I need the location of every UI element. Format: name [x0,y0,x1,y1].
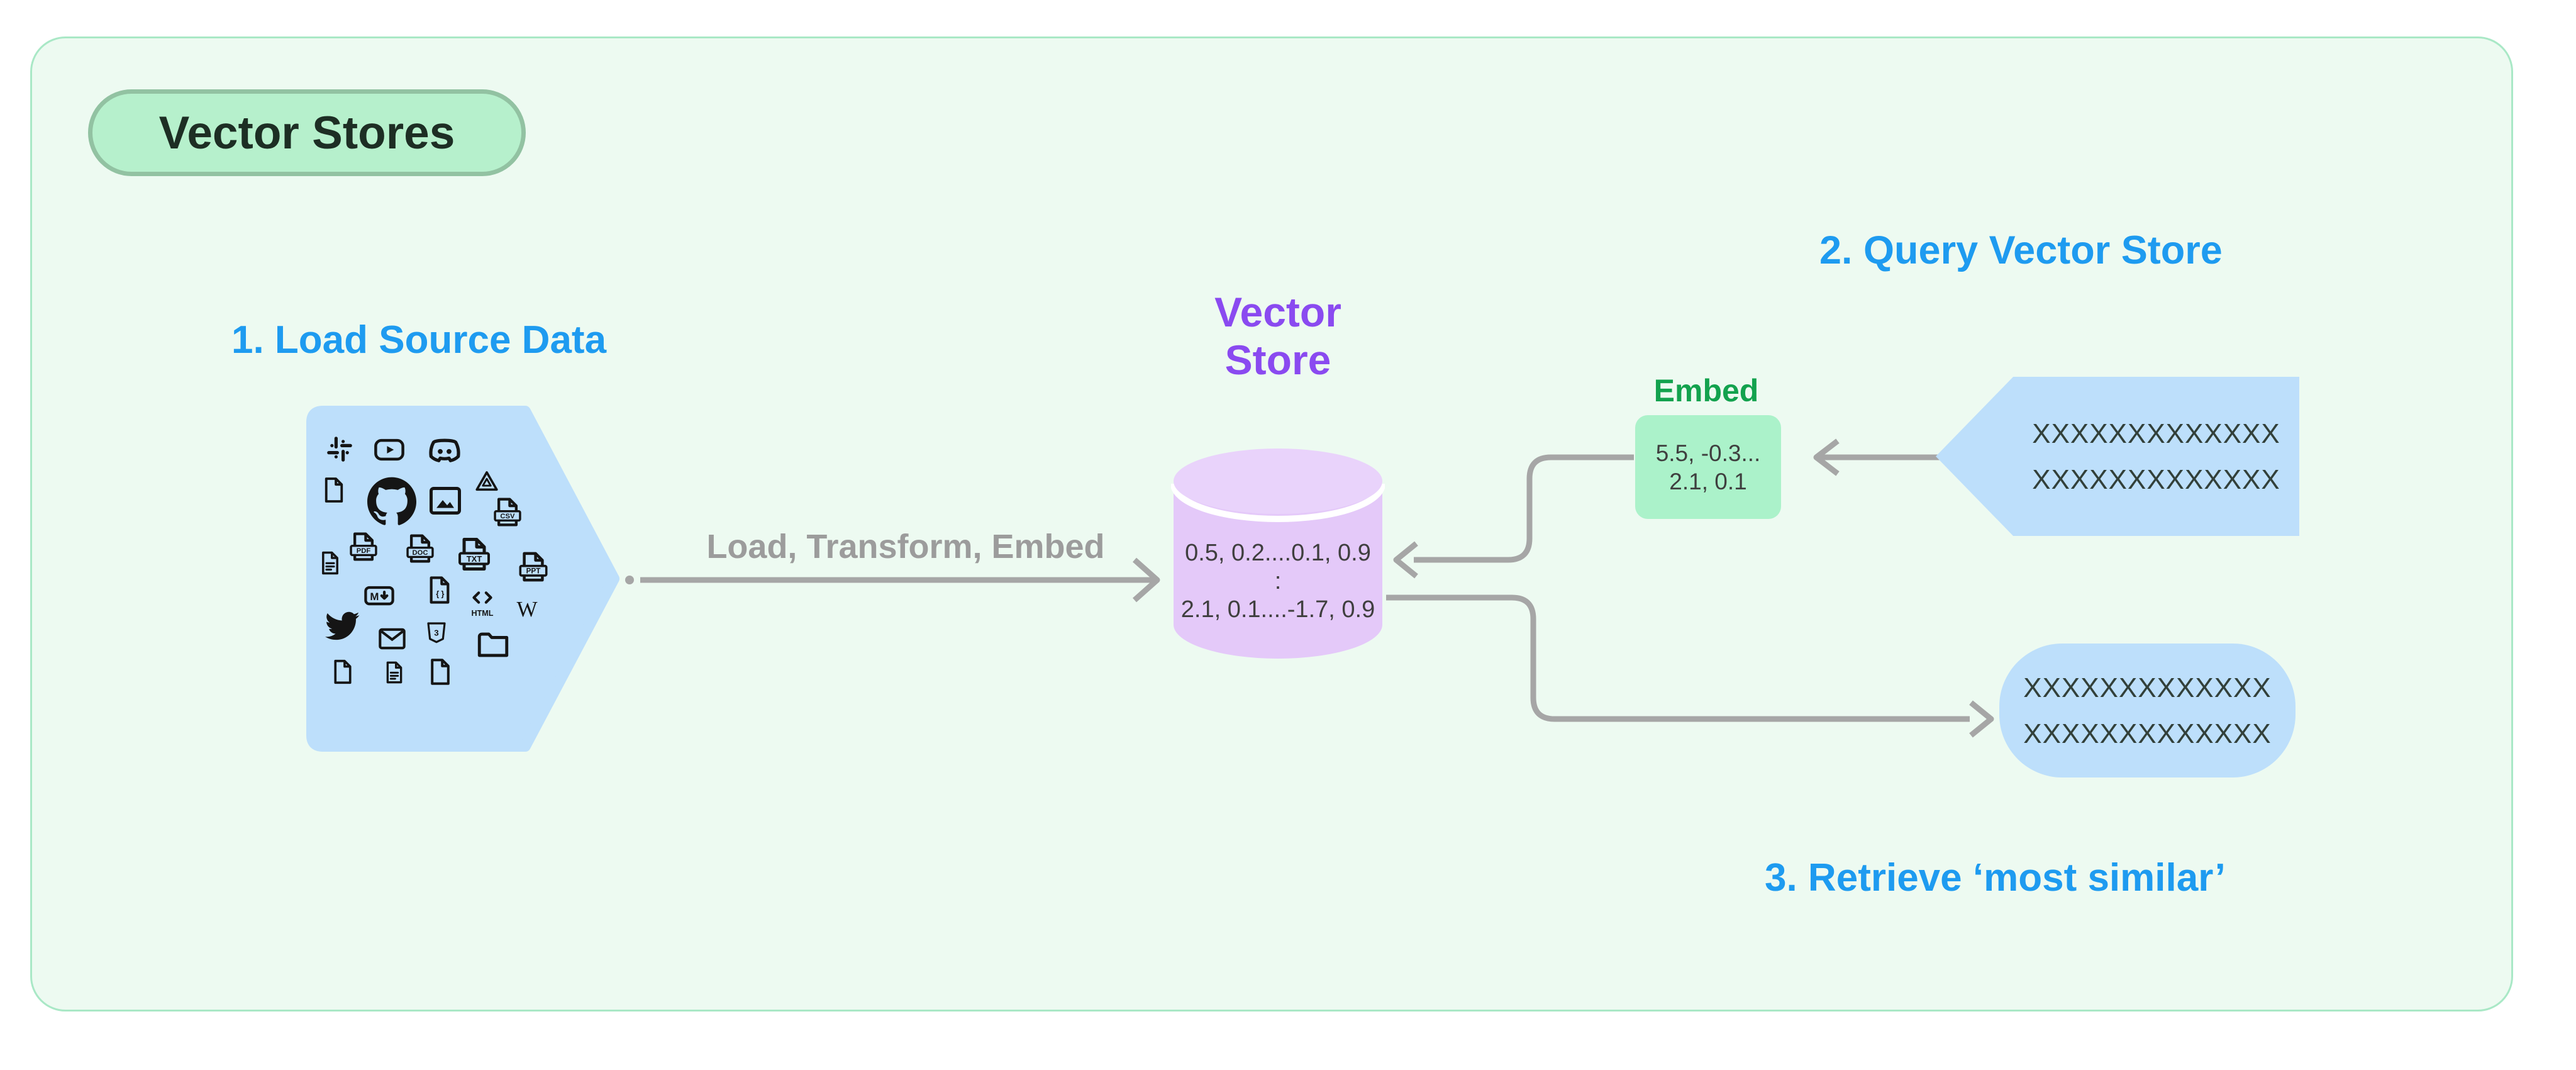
embed-label: Embed [1653,373,1759,408]
step1-heading: 1. Load Source Data [231,318,607,362]
query-text-line: XXXXXXXXXXXXX [2032,418,2280,449]
title-badge: Vector Stores [88,89,526,176]
vector-store-contents: 0.5, 0.2....0.1, 0.9 : 2.1, 0.1....-1.7,… [1171,539,1385,624]
vector-store-title-line2: Store [1224,337,1331,383]
vector-row: 2.1, 0.1....-1.7, 0.9 [1180,596,1375,623]
vector-store-title: Vector Store [1152,288,1404,384]
vector-store-title-line1: Vector [1214,289,1341,335]
load-arrow-label: Load, Transform, Embed [706,528,1105,566]
step3-heading: 3. Retrieve ‘most similar’ [1765,856,2226,900]
vector-row: 0.5, 0.2....0.1, 0.9 [1185,540,1371,566]
vector-store-cylinder: 0.5, 0.2....0.1, 0.9 : 2.1, 0.1....-1.7,… [1170,447,1385,661]
retrieve-box: XXXXXXXXXXXXX XXXXXXXXXXXXX [1999,644,2296,777]
retrieve-text-line: XXXXXXXXXXXXX [2023,718,2272,749]
title-badge-label: Vector Stores [158,107,455,159]
embed-box: 5.5, -0.3... 2.1, 0.1 [1635,415,1781,519]
step2-heading: 2. Query Vector Store [1819,228,2223,272]
retrieve-text-line: XXXXXXXXXXXXX [2023,672,2272,703]
embed-value: 2.1, 0.1 [1669,468,1747,494]
query-shape: XXXXXXXXXXXXX XXXXXXXXXXXXX [1936,377,2299,536]
embed-value: 5.5, -0.3... [1655,440,1761,466]
vector-row-ellipsis: : [1274,568,1282,594]
query-text-line: XXXXXXXXXXXXX [2032,464,2280,495]
source-data-shape-bg [306,406,619,752]
database-cylinder-icon [1170,449,1385,659]
source-data-shape [306,406,619,752]
